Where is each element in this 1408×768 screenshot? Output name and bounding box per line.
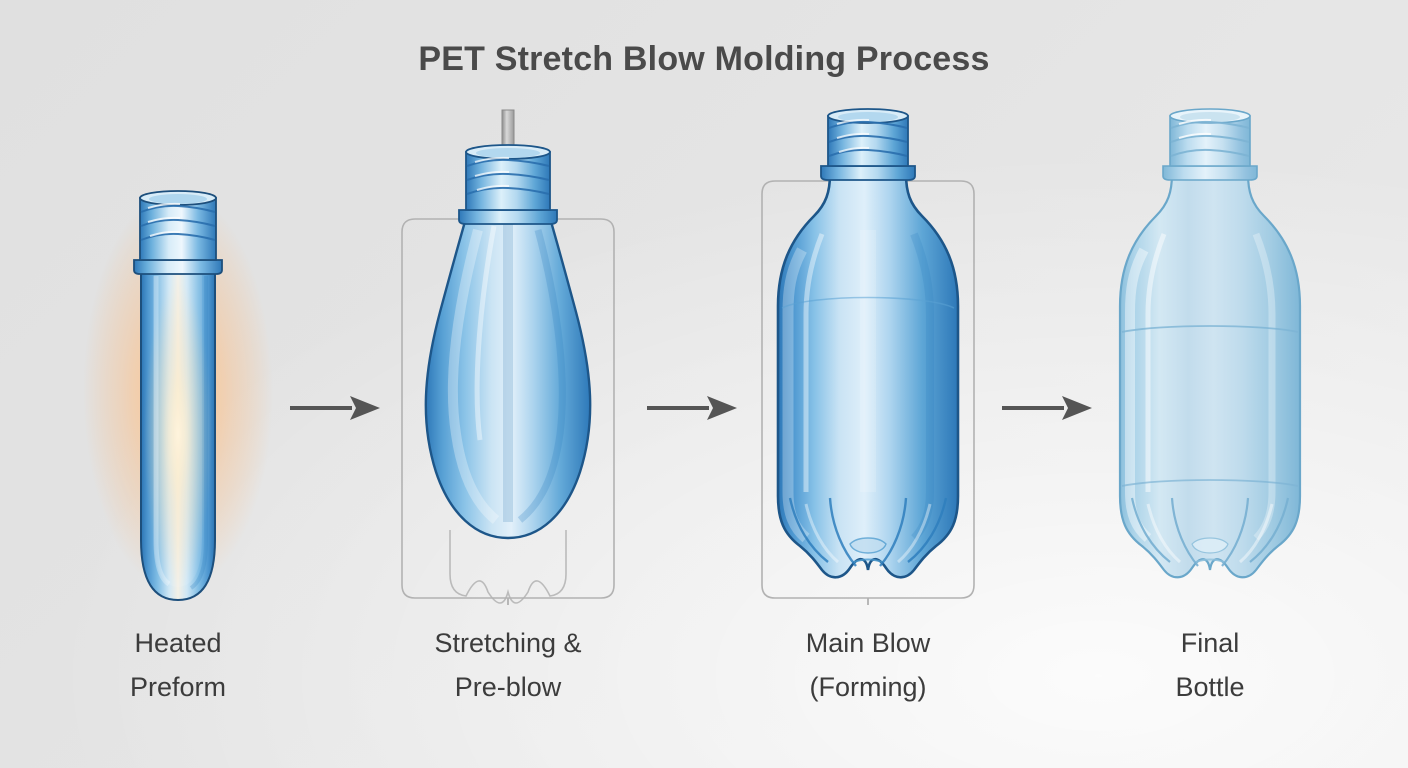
- stage-caption: Final Bottle: [1175, 628, 1245, 702]
- heated-preform-illustration: [83, 190, 273, 602]
- mold-cavity-outline: [401, 218, 615, 605]
- page-title: PET Stretch Blow Molding Process: [418, 40, 990, 78]
- bottle-neck-finish: [1162, 108, 1258, 181]
- main-blow-illustration: [761, 108, 975, 605]
- stage-final-bottle: Final Bottle: [1060, 100, 1360, 702]
- preform-body: [140, 267, 216, 602]
- blown-bottle: [776, 172, 960, 579]
- stage-caption: Main Blow (Forming): [805, 628, 931, 702]
- preform-neck-finish: [458, 144, 558, 225]
- stage-caption: Stretching & Pre-blow: [434, 628, 582, 702]
- bottle-neck-finish: [820, 108, 916, 181]
- final-bottle-shape: [1118, 172, 1302, 579]
- stage-main-blow: Main Blow (Forming): [718, 100, 1018, 702]
- final-bottle-illustration: [1118, 108, 1302, 579]
- arrow-icon-stage2-to-stage3: [647, 396, 737, 420]
- arrow-icon-stage3-to-stage4: [1002, 396, 1092, 420]
- arrow-icon-stage1-to-stage2: [290, 396, 380, 420]
- stage-caption: Heated Preform: [129, 628, 227, 702]
- partial-blown-preform: [424, 216, 592, 540]
- stage-stretching-preblow: Stretching & Pre-blow: [358, 100, 658, 702]
- stretching-preblow-illustration: [401, 109, 615, 605]
- mold-cavity-outline: [761, 180, 975, 605]
- stage-heated-preform: Heated Preform: [28, 100, 328, 702]
- preform-neck-finish: [133, 190, 223, 275]
